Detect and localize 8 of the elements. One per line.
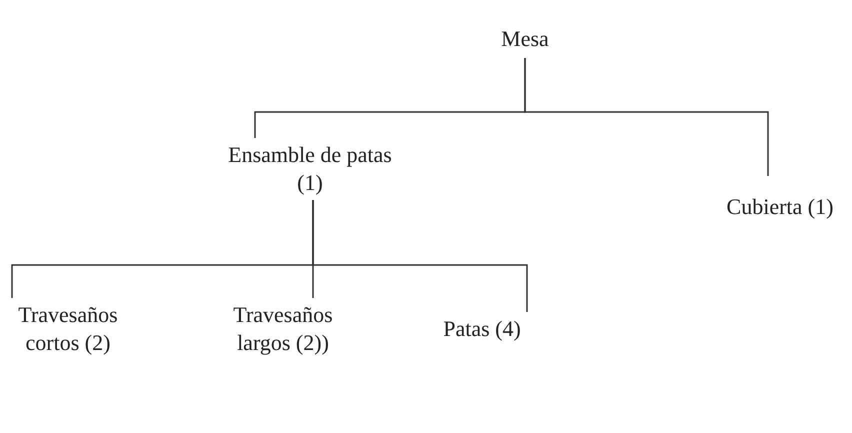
connector-line [524, 58, 769, 176]
node-label: Cubierta (1) [726, 193, 834, 221]
node-label: Mesa [501, 25, 549, 53]
connector-line [312, 200, 528, 312]
node-label: Travesaños cortos (2) [17, 301, 119, 357]
node-label: Patas (4) [443, 315, 521, 343]
node-label: Travesaños largos (2)) [232, 301, 334, 357]
node-label: Ensamble de patas (1) [228, 141, 392, 197]
